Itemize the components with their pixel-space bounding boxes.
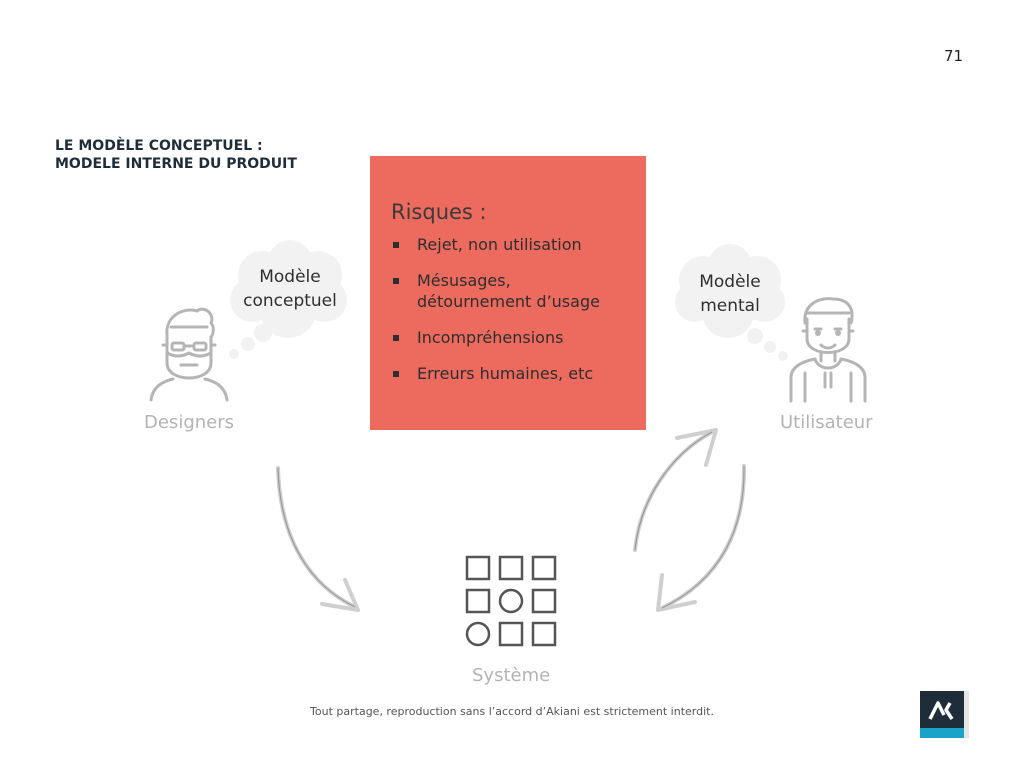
risk-item: Mésusages, détournement d’usage xyxy=(391,270,646,312)
user-bubble-line-1: Modèle xyxy=(699,272,761,292)
arrow-designers-to-system-head xyxy=(320,578,360,612)
user-bubble-line-2: mental xyxy=(700,296,760,316)
risk-item-text: Rejet, non utilisation xyxy=(417,235,582,254)
risk-item: Incompréhensions xyxy=(391,327,646,348)
designers-label: Designers xyxy=(144,412,234,433)
risk-item-text: Erreurs humaines, etc xyxy=(417,364,594,383)
grid-of-shapes-icon xyxy=(465,555,557,647)
young-man-icon xyxy=(789,297,867,403)
risk-item-text-continued: détournement d’usage xyxy=(417,292,600,311)
bearded-man-icon xyxy=(149,307,229,402)
designers-bubble-text: Modèle conceptuel xyxy=(230,265,350,313)
akiani-logo-icon xyxy=(920,691,969,738)
designers-thought-bubble-shape xyxy=(229,240,347,359)
risk-item: Erreurs humaines, etc xyxy=(391,363,646,384)
arrow-system-to-user-head xyxy=(675,428,718,467)
risks-heading: Risques : xyxy=(391,200,487,224)
copyright-footer: Tout partage, reproduction sans l’accord… xyxy=(310,705,714,718)
system-label: Système xyxy=(472,665,551,686)
slide-title-line-1: LE MODÈLE CONCEPTUEL : xyxy=(55,138,263,154)
designers-bubble-line-2: conceptuel xyxy=(243,291,337,311)
risks-list: Rejet, non utilisation Mésusages, détour… xyxy=(391,234,646,384)
risk-item-text: Mésusages, xyxy=(417,271,511,290)
user-bubble-text: Modèle mental xyxy=(670,270,790,318)
arrow-system-to-user xyxy=(633,430,714,552)
user-thought-bubble-shape xyxy=(675,244,788,361)
risk-item: Rejet, non utilisation xyxy=(391,234,646,255)
arrow-designers-to-system xyxy=(276,466,357,609)
slide-title: LE MODÈLE CONCEPTUEL : MODELE INTERNE DU… xyxy=(55,137,297,173)
designers-bubble-line-1: Modèle xyxy=(259,267,321,287)
arrow-user-to-system-head xyxy=(656,573,697,612)
page-number: 71 xyxy=(944,47,964,65)
risk-item-text: Incompréhensions xyxy=(417,328,564,347)
slide-title-line-2: MODELE INTERNE DU PRODUIT xyxy=(55,156,297,172)
risks-box: Risques : Rejet, non utilisation Mésusag… xyxy=(370,156,646,430)
user-label: Utilisateur xyxy=(780,412,873,433)
